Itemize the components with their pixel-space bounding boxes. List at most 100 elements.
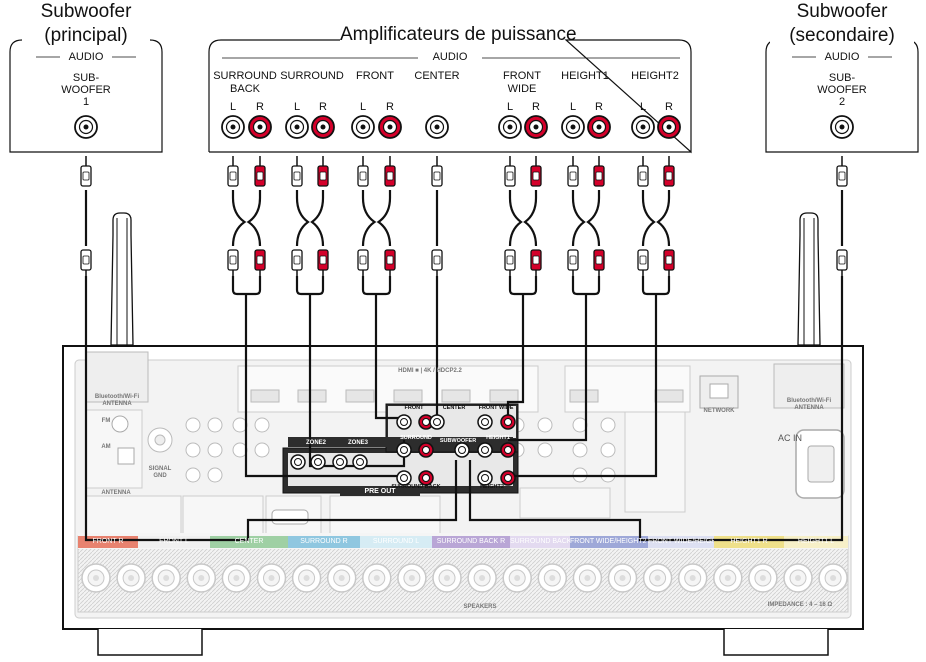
speaker-strip-label: CENTER bbox=[234, 538, 264, 545]
cable-right bbox=[586, 190, 601, 247]
cable-route bbox=[374, 294, 404, 420]
zone2-label: ZONE2 bbox=[305, 440, 326, 446]
antenna-right bbox=[797, 212, 821, 346]
pre-out-jack bbox=[396, 414, 412, 430]
cable-route bbox=[244, 294, 404, 478]
po-height2-label: HEIGHT2 bbox=[480, 484, 504, 490]
amp-jack-right bbox=[248, 115, 272, 139]
pre-out-jack bbox=[454, 442, 470, 458]
cable-plug-single bbox=[431, 249, 443, 280]
po-surround-back-label: SURROUND BACK bbox=[391, 484, 441, 490]
pre-out-jack bbox=[500, 470, 516, 486]
cable-plug-single bbox=[431, 156, 443, 187]
pre-out-jack bbox=[290, 454, 306, 470]
amp-channel-label: CENTER bbox=[414, 70, 460, 82]
cable-plug-left bbox=[291, 156, 303, 187]
sub-main-jack bbox=[74, 115, 98, 139]
cable-join bbox=[508, 276, 538, 296]
speaker-label-strip bbox=[78, 536, 848, 548]
amp-jack-left bbox=[285, 115, 309, 139]
pre-out-jack bbox=[396, 442, 412, 458]
speaker-terminal bbox=[81, 563, 111, 593]
cable-join bbox=[231, 276, 262, 296]
pre-out-jack bbox=[500, 414, 516, 430]
hdmi-header: HDMI ■ | 4K / HDCP2.2 bbox=[398, 368, 462, 374]
cable-plug-left bbox=[357, 156, 369, 187]
speaker-strip-label: SURROUND BACK L bbox=[510, 538, 570, 545]
speaker-terminals bbox=[81, 563, 848, 593]
speaker-terminal bbox=[186, 563, 217, 593]
po-height1-label: HEIGHT1 bbox=[486, 435, 510, 441]
po-subwoofer-label: SUBWOOFER bbox=[439, 438, 477, 444]
amp-jack-right bbox=[378, 115, 402, 139]
po-front-wide-label: FRONT WIDE bbox=[478, 405, 514, 411]
sub-second-jack-1: SUB- bbox=[828, 72, 856, 84]
cable-plug-left bbox=[227, 249, 239, 280]
cable-plug-right bbox=[663, 249, 675, 280]
amp-jack-left bbox=[561, 115, 585, 139]
amp-jack-left bbox=[498, 115, 522, 139]
pre-out-jack bbox=[429, 414, 445, 430]
speakers-label: SPEAKERS bbox=[463, 604, 497, 610]
cable-route bbox=[506, 294, 525, 418]
cable-plug-right bbox=[593, 156, 605, 187]
cable-plug-right bbox=[254, 156, 266, 187]
speaker-terminal bbox=[713, 563, 743, 593]
speaker-terminal bbox=[116, 563, 146, 593]
speaker-strip-label: HEIGHT1 R bbox=[730, 538, 768, 545]
pre-out-jack bbox=[477, 470, 493, 486]
amp-jack-right bbox=[311, 115, 335, 139]
antenna-label: ANTENNA bbox=[101, 490, 131, 496]
sub-main-title-1: Subwoofer bbox=[40, 1, 132, 22]
right-marker: R bbox=[595, 101, 603, 113]
amp-channel-label: FRONT bbox=[356, 70, 394, 82]
speaker-terminal bbox=[783, 563, 813, 593]
bt-right-label: Bluetooth/Wi-Fi ANTENNA bbox=[786, 398, 832, 411]
right-marker: R bbox=[256, 101, 264, 113]
cable-left bbox=[231, 190, 247, 247]
right-marker: R bbox=[532, 101, 540, 113]
cable-plug-right bbox=[530, 156, 542, 187]
amp-title: Amplificateurs de puissance bbox=[340, 24, 577, 45]
bt-left-label: Bluetooth/Wi-Fi ANTENNA bbox=[94, 394, 140, 407]
pre-out-jack bbox=[418, 442, 434, 458]
speaker-strip-label: SURROUND R bbox=[300, 538, 348, 545]
ac-in-label: AC IN bbox=[777, 433, 802, 443]
cable-plug-right bbox=[593, 249, 605, 280]
right-marker: R bbox=[665, 101, 673, 113]
amp-jack-right bbox=[657, 115, 681, 139]
speaker-terminal bbox=[748, 563, 778, 593]
cable-plug-right bbox=[254, 249, 266, 280]
speaker-terminal bbox=[537, 563, 568, 593]
left-marker: L bbox=[506, 101, 514, 113]
left-marker: L bbox=[569, 101, 577, 113]
speaker-terminal bbox=[221, 563, 252, 593]
cable-plug-right bbox=[384, 249, 396, 280]
sub-main-jack-1: SUB- bbox=[72, 72, 100, 84]
sub-second-jack-2: WOOFER bbox=[817, 84, 867, 96]
speaker-terminal bbox=[397, 563, 427, 593]
network-label: NETWORK bbox=[703, 408, 735, 414]
cable-plug-right bbox=[530, 249, 542, 280]
cable-right bbox=[656, 190, 671, 247]
amp-box bbox=[208, 39, 692, 154]
amp-jack-right bbox=[524, 115, 548, 139]
speaker-strip-label: FRONT WIDE/HEIGHT2 R bbox=[570, 538, 648, 545]
speaker-terminal bbox=[432, 563, 462, 593]
speaker-terminal bbox=[607, 563, 638, 593]
right-marker: R bbox=[319, 101, 327, 113]
speaker-terminal bbox=[818, 563, 848, 593]
amp-input-jacks bbox=[74, 115, 854, 139]
left-marker: L bbox=[639, 101, 647, 113]
speaker-strip-label: FRONT R bbox=[92, 538, 124, 545]
pre-out-jack bbox=[500, 442, 516, 458]
po-center-label: CENTER bbox=[442, 405, 466, 411]
speaker-strip-label: FRONT L bbox=[159, 538, 189, 545]
cable-plug-single bbox=[836, 249, 848, 280]
sub-main-box bbox=[9, 39, 163, 153]
sub-second-jack-3: 2 bbox=[838, 96, 846, 108]
cable-join bbox=[571, 276, 601, 296]
pre-out-jack bbox=[477, 442, 493, 458]
speaker-strip-label: SURROUND L bbox=[372, 538, 420, 545]
